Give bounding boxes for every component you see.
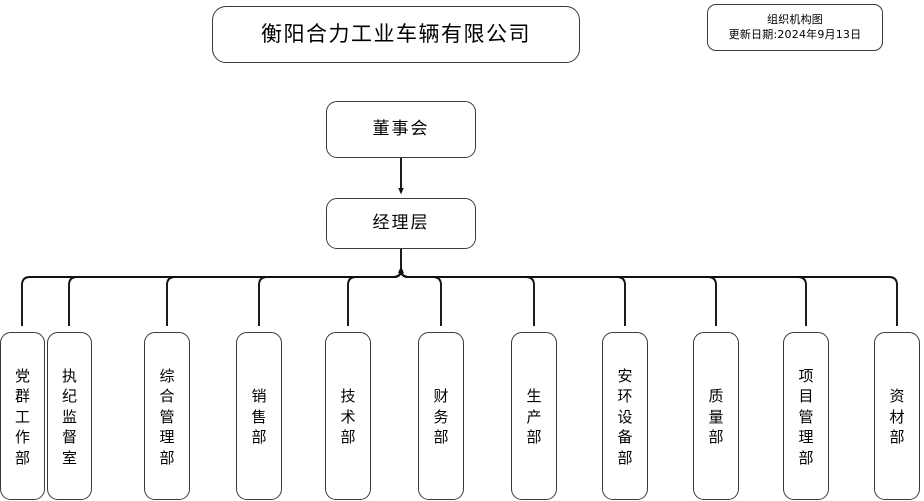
- edge-to-dept-11: [398, 266, 898, 326]
- edge-to-dept-1: [21, 266, 404, 326]
- dept-label: 安环设备部: [617, 367, 633, 467]
- edge-to-dept-3: [166, 266, 404, 326]
- dept-label: 资材部: [889, 387, 905, 447]
- dept-label: 项目管理部: [798, 367, 814, 467]
- node-board-label: 董事会: [372, 118, 430, 139]
- node-dept-production[interactable]: 生产部: [511, 332, 557, 500]
- node-dept-discipline-supervision[interactable]: 执纪监督室: [47, 332, 92, 500]
- dept-label: 党群工作部: [15, 367, 31, 467]
- company-title-box[interactable]: 衡阳合力工业车辆有限公司: [212, 6, 580, 63]
- node-management-layer[interactable]: 经理层: [326, 198, 476, 249]
- dept-label: 财务部: [433, 387, 449, 447]
- edge-to-dept-2: [68, 266, 404, 326]
- chart-info-update-date: 更新日期:2024年9月13日: [728, 27, 862, 41]
- edge-to-dept-6: [398, 266, 442, 326]
- chart-info-title: 组织机构图: [767, 12, 823, 26]
- node-dept-general-management[interactable]: 综合管理部: [144, 332, 190, 500]
- node-dept-quality[interactable]: 质量部: [693, 332, 739, 500]
- node-dept-sales[interactable]: 销售部: [236, 332, 282, 500]
- node-dept-materials[interactable]: 资材部: [874, 332, 920, 500]
- edge-to-dept-7: [398, 266, 535, 326]
- node-dept-party-work[interactable]: 党群工作部: [0, 332, 45, 500]
- dept-label: 执纪监督室: [62, 367, 78, 467]
- edge-to-dept-9: [398, 266, 717, 326]
- node-dept-technology[interactable]: 技术部: [325, 332, 371, 500]
- node-dept-project-management[interactable]: 项目管理部: [783, 332, 829, 500]
- edge-to-dept-8: [398, 266, 626, 326]
- company-title-label: 衡阳合力工业车辆有限公司: [261, 21, 531, 46]
- edge-to-dept-4: [258, 266, 404, 326]
- edge-to-dept-5: [347, 266, 404, 326]
- chart-info-box[interactable]: 组织机构图 更新日期:2024年9月13日: [707, 4, 883, 51]
- dept-label: 质量部: [708, 387, 724, 447]
- node-board-of-directors[interactable]: 董事会: [326, 101, 476, 158]
- dept-label: 生产部: [526, 387, 542, 447]
- node-dept-safety-environment-equipment[interactable]: 安环设备部: [602, 332, 648, 500]
- dept-label: 销售部: [251, 387, 267, 447]
- dept-label: 技术部: [340, 387, 356, 447]
- dept-label: 综合管理部: [159, 367, 175, 467]
- node-dept-finance[interactable]: 财务部: [418, 332, 464, 500]
- node-management-label: 经理层: [372, 212, 430, 233]
- edge-to-dept-10: [398, 266, 807, 326]
